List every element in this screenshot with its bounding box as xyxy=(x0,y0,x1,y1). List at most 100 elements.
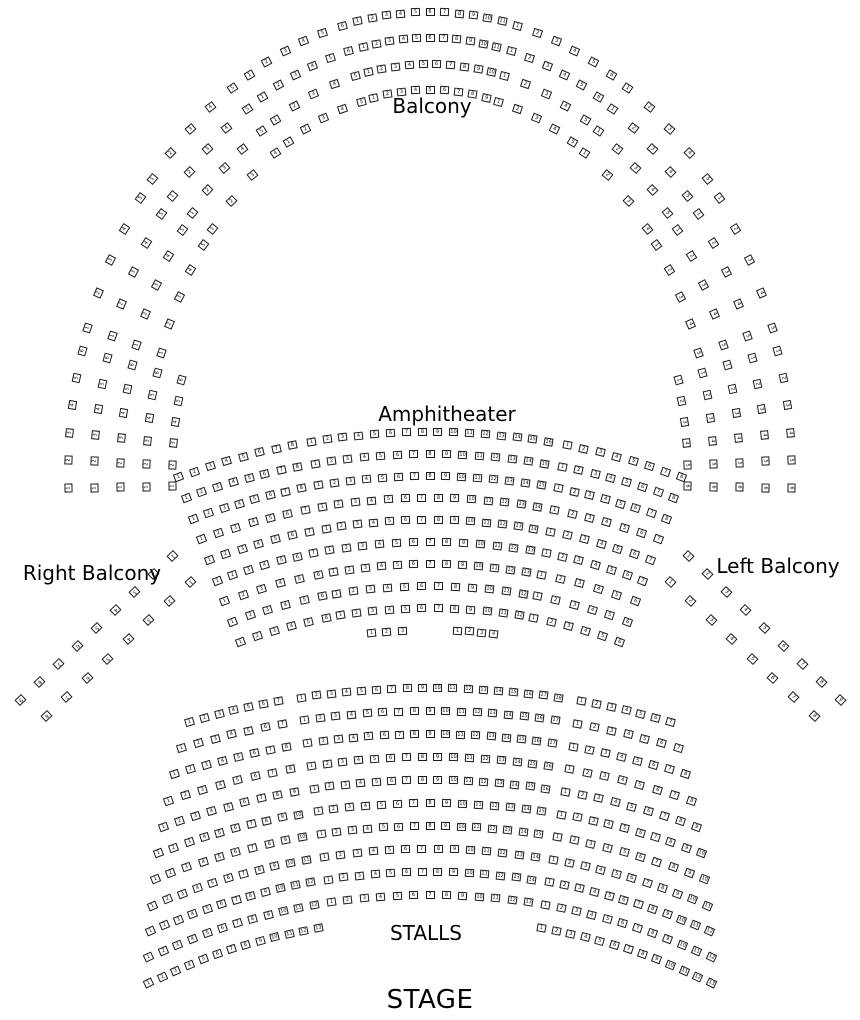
seat[interactable]: 13 xyxy=(478,685,488,694)
seat[interactable]: 3 xyxy=(368,606,378,616)
seat[interactable]: 1 xyxy=(149,874,161,885)
seat[interactable]: 2 xyxy=(140,308,152,320)
seat[interactable]: 1 xyxy=(556,809,567,820)
seat[interactable]: 13 xyxy=(496,755,507,765)
seat[interactable]: 2 xyxy=(351,608,362,618)
seat[interactable]: 3 xyxy=(721,266,733,279)
seat[interactable]: 7 xyxy=(650,832,662,843)
seat[interactable]: 8 xyxy=(665,837,677,848)
seat[interactable]: 3 xyxy=(573,555,585,566)
seat[interactable]: 4 xyxy=(586,604,598,615)
seat[interactable]: 2 xyxy=(643,101,656,114)
seat[interactable]: 5 xyxy=(597,631,609,642)
seat[interactable]: 4 xyxy=(622,729,634,740)
seat[interactable]: 2 xyxy=(336,521,347,531)
seat[interactable]: 5 xyxy=(255,125,268,137)
seat[interactable]: 4 xyxy=(374,539,385,549)
seat[interactable]: 9 xyxy=(449,516,459,525)
seat[interactable]: 8 xyxy=(679,769,691,780)
seat[interactable]: 2 xyxy=(382,89,393,100)
seat[interactable]: 5 xyxy=(97,378,107,389)
seat[interactable]: 6 xyxy=(248,748,260,758)
seat[interactable]: 2 xyxy=(318,736,329,746)
seat[interactable]: 6 xyxy=(626,873,638,884)
seat[interactable]: 13 xyxy=(313,923,324,933)
seat[interactable]: 8 xyxy=(240,939,252,951)
seat[interactable]: 2 xyxy=(341,543,352,553)
seat[interactable]: 6 xyxy=(216,899,228,910)
seat[interactable]: 6 xyxy=(425,8,435,16)
seat[interactable]: 5 xyxy=(201,928,214,939)
seat[interactable]: 4 xyxy=(384,605,394,614)
seat[interactable]: 1 xyxy=(302,738,313,748)
seat[interactable]: 9 xyxy=(457,560,468,570)
seat[interactable]: 3 xyxy=(565,928,577,939)
seat[interactable]: 9 xyxy=(661,908,673,920)
seat[interactable]: 14 xyxy=(528,523,540,534)
seat[interactable]: 3 xyxy=(663,123,676,136)
seat[interactable]: 3 xyxy=(340,780,351,790)
seat[interactable]: 5 xyxy=(701,173,714,186)
seat[interactable]: 5 xyxy=(377,473,387,482)
seat[interactable]: 1 xyxy=(545,526,556,537)
seat[interactable]: 2 xyxy=(237,589,249,600)
seat[interactable]: 16 xyxy=(543,761,554,771)
seat[interactable]: 5 xyxy=(197,239,210,252)
seat[interactable]: 4 xyxy=(592,583,604,594)
seat[interactable]: 13 xyxy=(523,897,534,907)
seat[interactable]: 8 xyxy=(452,35,462,44)
seat[interactable]: 6 xyxy=(401,516,411,525)
seat[interactable]: 4 xyxy=(247,517,259,528)
seat[interactable]: 13 xyxy=(505,802,515,812)
seat[interactable]: 16 xyxy=(540,783,551,794)
seat[interactable]: 14 xyxy=(503,710,514,720)
seat[interactable]: 9 xyxy=(441,450,452,459)
seat[interactable]: 10 xyxy=(285,857,296,868)
seat[interactable]: 8 xyxy=(454,9,464,18)
seat[interactable]: 4 xyxy=(367,496,377,505)
seat[interactable]: 7 xyxy=(245,819,257,830)
seat[interactable]: 14 xyxy=(521,804,531,814)
seat[interactable]: 3 xyxy=(172,939,184,951)
seat[interactable]: 7 xyxy=(402,776,412,785)
seat[interactable]: 2 xyxy=(225,195,238,208)
seat[interactable]: 12 xyxy=(309,900,320,910)
seat[interactable]: 2 xyxy=(288,100,300,112)
seat[interactable]: 11 xyxy=(473,800,483,809)
seat[interactable]: 5 xyxy=(243,472,255,483)
seat[interactable]: 3 xyxy=(168,438,178,449)
seat[interactable]: 11 xyxy=(489,563,500,573)
seat[interactable]: 11 xyxy=(501,586,512,596)
seat[interactable]: 4 xyxy=(605,472,617,483)
seat[interactable]: 5 xyxy=(611,589,623,600)
seat[interactable]: 1 xyxy=(532,591,543,602)
seat[interactable]: 2 xyxy=(326,456,337,466)
seat[interactable]: 7 xyxy=(417,867,427,877)
seat[interactable]: 6 xyxy=(312,569,324,580)
seat[interactable]: 5 xyxy=(761,456,770,467)
seat[interactable]: 10 xyxy=(484,584,495,594)
seat[interactable]: 12 xyxy=(463,684,473,694)
seat[interactable]: 9 xyxy=(433,775,443,785)
seat[interactable]: 1 xyxy=(578,147,591,159)
seat[interactable]: 2 xyxy=(325,781,335,791)
seat[interactable]: 1 xyxy=(206,223,219,236)
seat[interactable]: 7 xyxy=(664,716,676,727)
seat[interactable]: 1 xyxy=(323,874,334,885)
seat[interactable]: 1 xyxy=(282,136,294,148)
seat[interactable]: 1 xyxy=(316,829,327,839)
seat[interactable]: 13 xyxy=(504,476,515,486)
seat[interactable]: 13 xyxy=(521,567,532,577)
seat[interactable]: 1 xyxy=(234,636,246,648)
seat[interactable]: 4 xyxy=(93,404,103,415)
seat[interactable]: 5 xyxy=(214,827,226,838)
seat[interactable]: 1 xyxy=(544,877,555,888)
seat[interactable]: 3 xyxy=(606,702,617,712)
seat[interactable]: 5 xyxy=(222,801,234,812)
seat[interactable]: 4 xyxy=(375,892,386,902)
seat[interactable]: 6 xyxy=(735,482,745,492)
seat[interactable]: 1 xyxy=(576,696,587,706)
seat[interactable]: 3 xyxy=(530,112,543,124)
seat[interactable]: 5 xyxy=(399,582,410,591)
seat[interactable]: 7 xyxy=(433,581,444,591)
